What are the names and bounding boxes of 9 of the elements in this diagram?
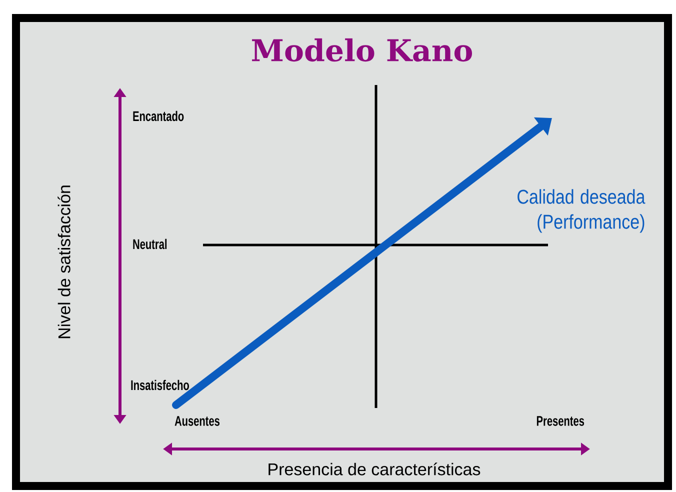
curve-label: Calidad deseada (Performance) xyxy=(518,189,646,233)
axis-title: Presencia de características xyxy=(268,462,480,476)
axis-label: Presentes xyxy=(536,416,584,426)
title: Modelo Kano xyxy=(252,38,472,62)
axis-label: Neutral xyxy=(133,238,167,250)
axis-label: Insatisfecho xyxy=(131,380,189,390)
axis-label: Encantado xyxy=(133,110,184,122)
axis-title: Nivel de satisfacción xyxy=(58,186,70,338)
axis-label: Ausentes xyxy=(174,416,220,426)
